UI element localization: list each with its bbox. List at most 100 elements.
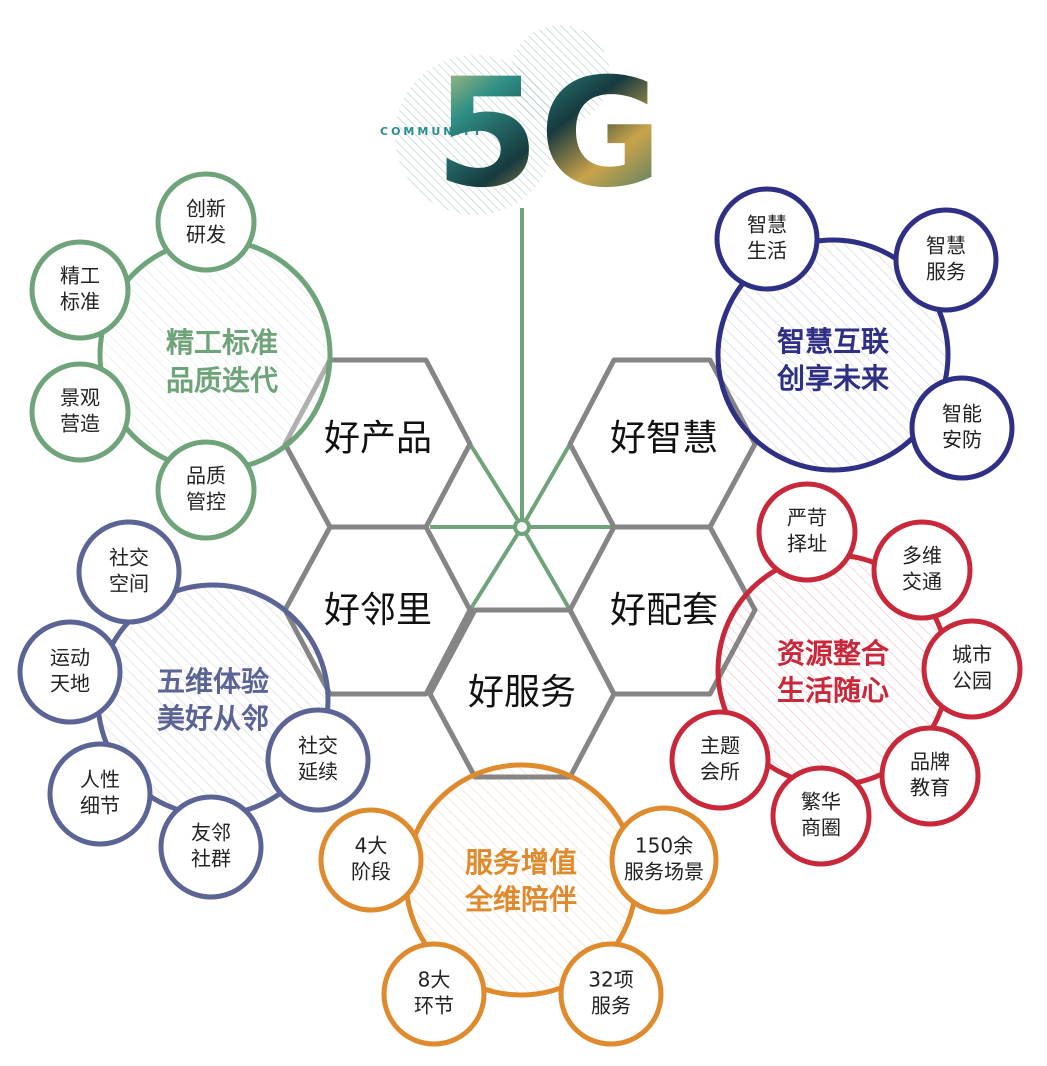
cluster-neighbor-title-line2: 美好从邻 [157, 702, 269, 735]
cluster-service-satellite-circle [558, 941, 664, 1047]
cluster-facility-satellite-circle [921, 618, 1023, 720]
cluster-neighbor-title-line1: 五维体验 [157, 665, 269, 698]
cluster-facility-satellite-label: 教育 [910, 776, 950, 800]
cluster-product-satellite-label: 营造 [60, 412, 100, 436]
logo-5g-mark: 5G [435, 47, 663, 221]
cluster-smart-satellite-circle [909, 375, 1015, 481]
cluster-product-satellite-label: 标准 [60, 290, 100, 314]
cluster-facility: 资源整合 生活随心 严苛 择址 多维 交通 城市 公园 品牌 教育 繁华 商圈 … [669, 481, 1023, 867]
cluster-smart-satellite-circle [893, 207, 999, 313]
cluster-neighbor-satellite-label: 空间 [109, 572, 149, 596]
cluster-neighbor-satellite-label: 社交 [109, 546, 149, 570]
cluster-smart-satellite-label: 智能 [942, 402, 982, 426]
cluster-service-satellite-circle [381, 941, 487, 1047]
cluster-smart-satellite-circle [714, 186, 820, 292]
cluster-smart-satellite-label: 智慧 [926, 234, 966, 258]
cluster-service-satellite-circle [609, 805, 719, 915]
cluster-neighbor-satellite-circle [265, 707, 371, 813]
cluster-facility-satellite-label: 品牌 [910, 750, 950, 774]
cluster-facility-satellite-circle [879, 725, 981, 827]
cluster-smart-satellite-label: 生活 [747, 239, 787, 263]
hex-label-smart: 好智慧 [610, 418, 718, 459]
cluster-facility-title-line2: 生活随心 [777, 674, 889, 707]
cluster-facility-satellite-circle [669, 709, 771, 811]
cluster-service-satellite-label: 服务场景 [624, 860, 704, 884]
cluster-smart-satellite-label: 安防 [942, 428, 982, 452]
cluster-service-satellite-label: 阶段 [351, 860, 391, 884]
hex-label-service: 好服务 [468, 672, 576, 713]
cluster-neighbor-satellite-circle [17, 619, 123, 725]
cluster-product-satellite-label: 景观 [60, 386, 100, 410]
cluster-neighbor-satellite-circle [47, 741, 153, 847]
cluster-product-satellite-circle [155, 439, 257, 541]
cluster-service-satellite-label: 8大 [418, 968, 451, 992]
cluster-facility-satellite-label: 会所 [700, 760, 740, 784]
cluster-smart: 智慧互联 创享未来 智慧 生活 智慧 服务 智能 安防 [714, 186, 1015, 481]
cluster-product: 精工标准 品质迭代 创新 研发 精工 标准 景观 营造 品质 管控 [29, 171, 333, 541]
cluster-service-satellite-label: 4大 [355, 834, 388, 858]
cluster-facility-satellite-circle [756, 481, 858, 583]
cluster-product-satellite-label: 创新 [186, 197, 226, 221]
cluster-facility-satellite-label: 繁华 [801, 790, 841, 814]
cluster-smart-satellite-label: 服务 [926, 260, 966, 284]
cluster-smart-title-line1: 智慧互联 [777, 325, 889, 358]
cluster-product-satellite-circle [29, 361, 131, 463]
community-logo: COMMUNITY 5G [380, 25, 663, 221]
connector-upper-right [520, 442, 572, 529]
cluster-neighbor-satellite-label: 社交 [298, 734, 338, 758]
hex-label-facility: 好配套 [610, 590, 718, 631]
cluster-neighbor-satellite-label: 人性 [80, 768, 120, 792]
cluster-facility-satellite-label: 择址 [787, 532, 827, 556]
cluster-facility-title-line1: 资源整合 [777, 637, 890, 670]
cluster-facility-satellite-label: 严苛 [787, 506, 827, 530]
cluster-product-title-line2: 品质迭代 [166, 364, 278, 397]
hex-label-product: 好产品 [324, 418, 432, 459]
hub-connectors [430, 208, 614, 612]
cluster-service-satellite-label: 32项 [588, 968, 633, 992]
cluster-product-satellite-label: 研发 [186, 223, 226, 247]
cluster-service-satellite-label: 服务 [591, 994, 631, 1018]
cluster-facility-satellite-label: 多维 [902, 544, 942, 568]
cluster-product-satellite-circle [155, 171, 257, 273]
cluster-service: 服务增值 全维陪伴 4大 阶段 150余 服务场景 8大 环节 32项 服务 [318, 762, 719, 1047]
cluster-service-title-line1: 服务增值 [465, 846, 577, 879]
connector-lower-left [468, 525, 524, 612]
cluster-neighbor-satellite-label: 天地 [50, 672, 90, 696]
connector-upper-left [468, 442, 524, 529]
logo-hatch-circle-small [510, 25, 610, 125]
hex-labels: 好产品 好智慧 好邻里 好配套 好服务 [324, 418, 718, 713]
cluster-facility-satellite-label: 公园 [952, 669, 992, 693]
cluster-neighbor-satellite-label: 延续 [298, 760, 338, 784]
cluster-facility-satellite-label: 商圈 [801, 816, 841, 840]
cluster-product-satellite-label: 精工 [60, 264, 100, 288]
cluster-neighbor-satellite-label: 运动 [50, 646, 90, 670]
cluster-facility-satellite-label: 城市 [952, 643, 992, 667]
cluster-service-satellite-label: 环节 [414, 994, 454, 1018]
cluster-facility-satellite-circle [871, 519, 973, 621]
hex-label-neighbor: 好邻里 [324, 590, 432, 631]
cluster-facility-satellite-circle [770, 765, 872, 867]
cluster-smart-satellite-label: 智慧 [747, 213, 787, 237]
cluster-facility-satellite-label: 主题 [700, 734, 740, 758]
cluster-smart-main-circle [715, 237, 951, 473]
cluster-service-satellite-label: 150余 [635, 834, 693, 858]
logo-community-text: COMMUNITY [380, 125, 484, 138]
cluster-neighbor-satellite-label: 友邻 [191, 821, 231, 845]
hub-dot [513, 518, 531, 536]
connector-lower-right [520, 525, 572, 612]
cluster-product-satellite-label: 品质 [186, 464, 226, 488]
cluster-neighbor-satellite-circle [76, 519, 182, 625]
cluster-product-title-line1: 精工标准 [166, 326, 278, 359]
cluster-product-main-fill [103, 243, 327, 467]
cluster-service-satellite-circle [318, 807, 424, 913]
cluster-neighbor-satellite-circle [158, 794, 264, 900]
cluster-service-title-line2: 全维陪伴 [464, 883, 577, 916]
cluster-neighbor-satellite-label: 细节 [80, 794, 120, 818]
cluster-smart-title-line2: 创享未来 [776, 362, 889, 395]
cluster-neighbor-satellite-label: 社群 [191, 847, 231, 871]
cluster-product-satellite-circle [29, 239, 131, 341]
cluster-product-satellite-label: 管控 [186, 490, 226, 514]
cluster-neighbor: 五维体验 美好从邻 社交 空间 运动 天地 人性 细节 友邻 社群 社交 延续 [17, 519, 371, 900]
cluster-facility-satellite-label: 交通 [902, 570, 942, 594]
